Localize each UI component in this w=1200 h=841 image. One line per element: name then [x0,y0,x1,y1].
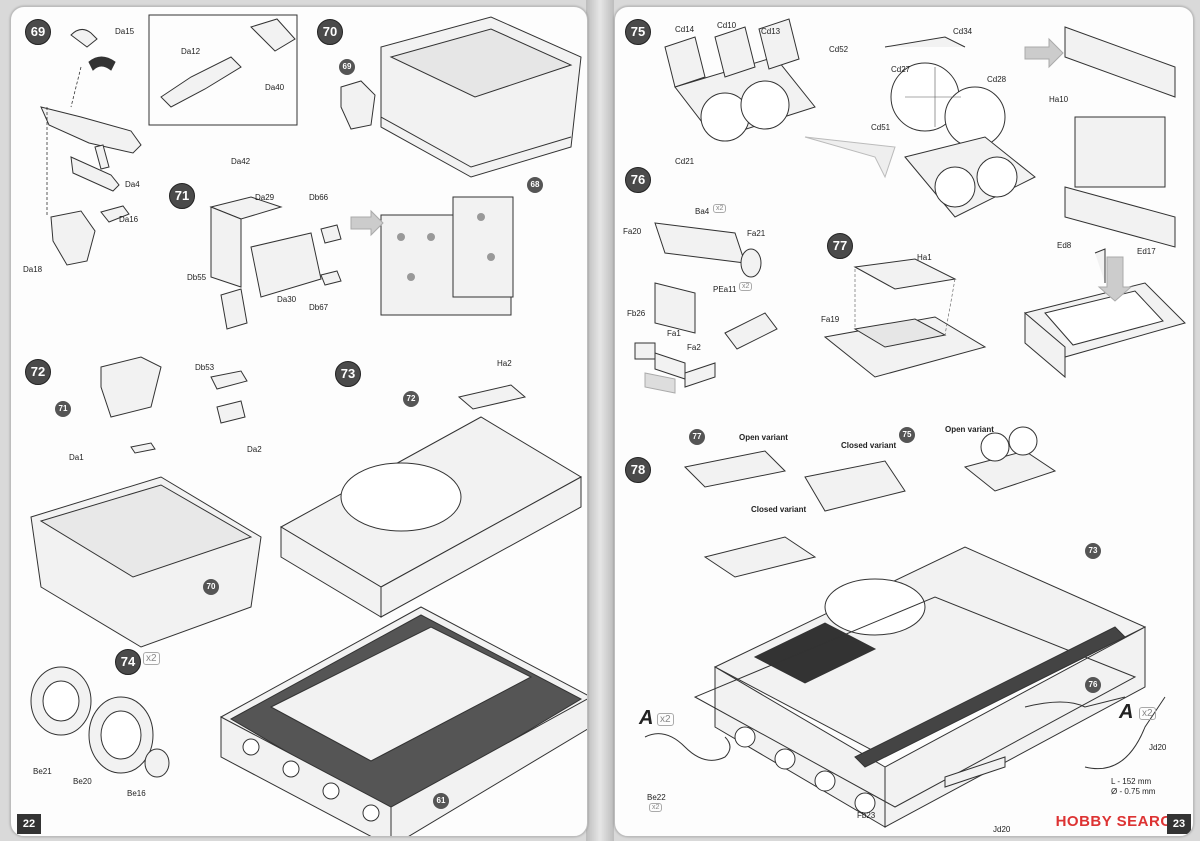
step-72-badge: 72 [25,359,51,385]
step-75-drawing [655,17,1185,257]
part-Da12: Da12 [181,47,201,56]
part-Cd21: Cd21 [675,157,695,166]
part-Fa1: Fa1 [667,329,681,338]
step-71-drawing [191,157,581,337]
step-70-drawing [311,7,587,207]
page-gutter [586,0,614,841]
step-74-badge: 74 [115,649,141,675]
label-A-left: A [639,707,654,729]
part-Da1: Da1 [69,453,84,462]
part-Be22: Be22 [647,793,666,802]
label-closed-variant-1: Closed variant [841,441,897,450]
page-number-right: 23 [1167,814,1191,834]
step-74-drawing [21,663,191,803]
step-77-drawing [815,247,985,387]
step-69-badge: 69 [25,19,51,45]
step-70-badge: 70 [317,19,343,45]
part-Da15: Da15 [115,27,135,36]
part-Da42: Da42 [231,157,251,166]
part-Db66: Db66 [309,193,329,202]
be22-multiplier: x2 [649,803,663,812]
part-PEa11: PEa11 [713,285,737,294]
callout-61: 61 [433,793,449,809]
left-page: 69 Da15 Da12 Da40 Da4 Da16 Da18 70 [10,6,588,837]
part-Be16: Be16 [127,789,146,798]
step-72-drawing [21,347,271,617]
ba4-multiplier: x2 [713,204,727,213]
part-Fa19: Fa19 [821,315,840,324]
callout-76: 76 [1085,677,1101,693]
step-76-badge: 76 [625,167,651,193]
step-78-badge: 78 [625,457,651,483]
callout-71: 71 [55,401,71,417]
step-75-badge: 75 [625,19,651,45]
step-74-multiplier: x2 [143,652,160,665]
part-Da40: Da40 [265,83,285,92]
part-Ha10: Ha10 [1049,95,1069,104]
callout-77: 77 [689,429,705,445]
part-Da4: Da4 [125,180,140,189]
callout-69: 69 [339,59,355,75]
part-Cd14: Cd14 [675,25,695,34]
part-Fb26: Fb26 [627,309,646,318]
A-right-multiplier: x2 [1139,707,1156,720]
part-Fb23: Fb23 [857,811,876,820]
part-Ha2: Ha2 [497,359,512,368]
step-73-badge: 73 [335,361,361,387]
step-77-badge: 77 [827,233,853,259]
part-Ed8: Ed8 [1057,241,1072,250]
pea11-multiplier: x2 [739,282,753,291]
part-Fa20: Fa20 [623,227,642,236]
step-78-drawing [615,437,1193,837]
callout-68: 68 [527,177,543,193]
part-Be21: Be21 [33,767,52,776]
part-Ba4: Ba4 [695,207,710,216]
part-Be20: Be20 [73,777,92,786]
label-A-right: A [1119,701,1134,723]
part-Db67: Db67 [309,303,329,312]
part-Db53: Db53 [195,363,215,372]
part-Da29: Da29 [255,193,275,202]
step-69-drawing [11,7,321,297]
part-Fa2: Fa2 [687,343,701,352]
part-Cd34: Cd34 [953,27,973,36]
callout-73: 73 [1085,543,1101,559]
callout-72: 72 [403,391,419,407]
part-Cd10: Cd10 [717,21,737,30]
step-73-drawing [211,367,587,836]
part-Db55: Db55 [187,273,207,282]
callout-70: 70 [203,579,219,595]
part-Ha1: Ha1 [917,253,932,262]
watermark: HOBBY SEARCH [1056,813,1183,830]
step-76-drawing [625,193,805,413]
callout-75: 75 [899,427,915,443]
hatch-detail-drawing [1015,243,1191,403]
part-Jd20-top: Jd20 [1149,743,1167,752]
part-Cd27: Cd27 [891,65,911,74]
part-Da16: Da16 [119,215,139,224]
part-Da30: Da30 [277,295,297,304]
part-Cd28: Cd28 [987,75,1007,84]
A-left-multiplier: x2 [657,713,674,726]
part-Jd20-bottom: Jd20 [993,825,1011,834]
label-closed-variant-2: Closed variant [751,505,807,514]
page-number-left: 22 [17,814,41,834]
part-Cd13: Cd13 [761,27,781,36]
step-71-badge: 71 [169,183,195,209]
watermark-text: HOBBY SEARCH [1055,813,1183,830]
part-Ed17: Ed17 [1137,247,1156,256]
part-Cd51: Cd51 [871,123,891,132]
part-Da2: Da2 [247,445,262,454]
wire-length-label: L - 152 mm [1111,777,1152,786]
label-open-variant-2: Open variant [945,425,994,434]
part-Da18: Da18 [23,265,43,274]
right-page: 75 Cd14 Cd10 Cd13 Cd21 Cd52 Cd27 Cd34 Cd… [614,6,1194,837]
wire-diameter-label: Ø - 0.75 mm [1111,787,1156,796]
part-Fa21: Fa21 [747,229,766,238]
part-Cd52: Cd52 [829,45,849,54]
label-open-variant-1: Open variant [739,433,788,442]
